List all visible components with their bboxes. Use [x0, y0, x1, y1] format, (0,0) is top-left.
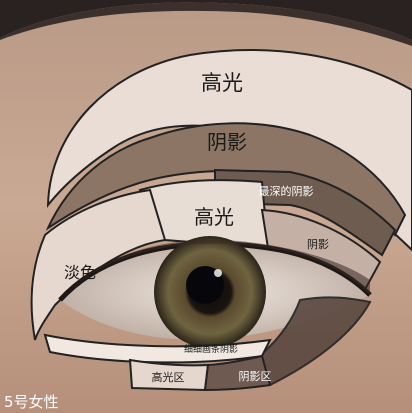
eyebrow: [0, 0, 412, 40]
zone-lower-outer-shadow: [204, 296, 372, 389]
zone-lid-highlight: [138, 179, 270, 250]
label-lower-shadow: 阴影区: [239, 370, 272, 383]
label-brow-highlight: 高光: [201, 71, 243, 95]
label-lower-liner: 细细画条阴影: [184, 343, 238, 355]
label-outer-shadow: 阴影: [307, 238, 329, 251]
zone-lower-shadow: [203, 354, 272, 392]
eye-pupil: [186, 266, 224, 304]
label-inner-light: 淡色: [64, 263, 96, 282]
eyebrow-edge: [0, 2, 412, 46]
zone-lower-liner: [43, 333, 272, 364]
eye-reflection: [214, 269, 222, 277]
label-lid-highlight: 高光: [194, 205, 234, 229]
label-crease-shadow: 阴影: [207, 130, 247, 154]
zone-crease-shadow: [45, 122, 407, 237]
upper-lash-line: [58, 241, 372, 302]
label-deepest-shadow: 最深的阴影: [259, 184, 314, 198]
watermark: 5号女性: [4, 393, 59, 411]
label-lower-highlight: 高光区: [152, 370, 185, 384]
